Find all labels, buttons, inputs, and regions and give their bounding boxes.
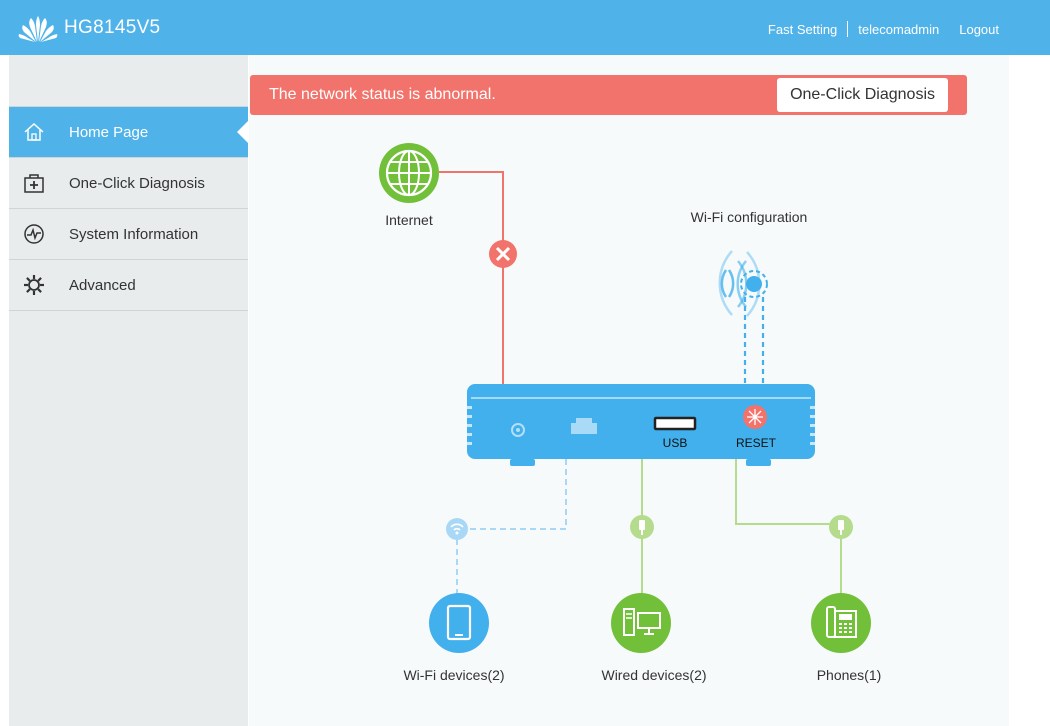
main-content: The network status is abnormal. One-Clic… <box>249 55 1009 726</box>
user-account-link[interactable]: telecomadmin <box>858 21 940 37</box>
sidebar-item-one-click-diagnosis[interactable]: One-Click Diagnosis <box>9 158 248 209</box>
wifi-devices-label[interactable]: Wi-Fi devices(2) <box>403 667 504 683</box>
wifi-devices-link-line <box>457 459 567 530</box>
router-device <box>467 384 815 466</box>
sidebar-item-label: System Information <box>69 225 199 243</box>
phone-connection-icon <box>829 515 853 539</box>
sidebar-item-system-information[interactable]: System Information <box>9 209 248 260</box>
wifi-configuration-label[interactable]: Wi-Fi configuration <box>691 209 808 225</box>
fast-setting-link[interactable]: Fast Setting <box>767 21 838 37</box>
pulse-icon <box>23 223 45 245</box>
usb-port-icon <box>653 416 697 431</box>
top-links: Fast Setting telecomadmin Logout <box>768 21 999 37</box>
divider <box>847 21 849 37</box>
wired-connection-icon <box>630 515 654 539</box>
one-click-diagnosis-button[interactable]: One-Click Diagnosis <box>777 78 948 112</box>
sidebar-item-label: Home Page <box>69 123 149 141</box>
gear-icon <box>23 274 45 296</box>
sidebar-item-label: One-Click Diagnosis <box>69 174 205 192</box>
ethernet-port-icon <box>571 418 597 434</box>
sidebar-item-advanced[interactable]: Advanced <box>9 260 248 311</box>
wifi-signal-icon[interactable] <box>718 250 768 384</box>
brand: HG8145V5 <box>18 12 160 44</box>
internet-globe-icon[interactable] <box>379 143 439 203</box>
top-header: HG8145V5 Fast Setting telecomadmin Logou… <box>0 0 1050 55</box>
internet-link-line <box>439 171 504 384</box>
sidebar-item-home-page[interactable]: Home Page <box>9 107 249 158</box>
reset-button-icon[interactable] <box>743 405 767 429</box>
phones-label[interactable]: Phones(1) <box>817 667 882 683</box>
logout-link[interactable]: Logout <box>959 21 999 37</box>
phones-link-line <box>735 459 842 596</box>
alert-message: The network status is abnormal. <box>269 86 496 103</box>
wifi-connection-icon <box>446 518 468 540</box>
computer-icon[interactable] <box>611 593 671 653</box>
tablet-icon[interactable] <box>429 593 489 653</box>
usb-label: USB <box>663 436 688 450</box>
sidebar: Home Page One-Click Diagnosis System Inf… <box>9 55 249 726</box>
connection-error-icon <box>489 240 517 268</box>
sidebar-item-label: Advanced <box>69 276 136 294</box>
network-status-alert: The network status is abnormal. One-Clic… <box>250 75 967 115</box>
telephone-icon[interactable] <box>811 593 871 653</box>
huawei-logo-icon <box>18 16 58 42</box>
wired-devices-label[interactable]: Wired devices(2) <box>601 667 706 683</box>
network-topology-diagram: Internet Wi-Fi configuration USB RESET W… <box>379 143 882 683</box>
power-port-icon <box>511 423 525 437</box>
product-name: HG8145V5 <box>64 17 161 38</box>
internet-label: Internet <box>385 212 433 228</box>
sidebar-menu: Home Page One-Click Diagnosis System Inf… <box>9 106 249 311</box>
diagnosis-kit-icon <box>23 172 45 194</box>
reset-label: RESET <box>736 436 777 450</box>
home-icon <box>23 121 45 143</box>
